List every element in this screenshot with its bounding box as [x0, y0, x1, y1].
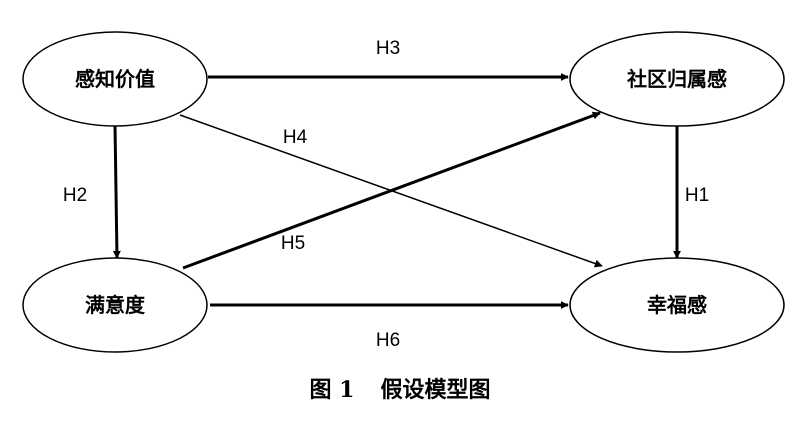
figure-caption: 图 1 假设模型图: [0, 372, 800, 404]
edge-h5-arrow: [182, 111, 601, 270]
edge-label-h4: H4: [283, 127, 308, 148]
node-community-belonging-label: 社区归属感: [626, 67, 727, 91]
node-satisfaction-label: 满意度: [85, 293, 146, 317]
figure-title: 假设模型图: [380, 377, 491, 403]
edge-h2-arrow: [112, 124, 121, 259]
edge-label-h6: H6: [376, 330, 400, 351]
edge-label-h2: H2: [63, 185, 87, 206]
node-perceived-value-label: 感知价值: [75, 67, 155, 91]
edge-label-h1: H1: [685, 185, 709, 206]
node-happiness-label: 幸福感: [647, 293, 707, 317]
edge-label-h5: H5: [281, 233, 305, 254]
node-perceived-value: 感知价值: [22, 31, 208, 127]
node-community-belonging: 社区归属感: [569, 31, 785, 127]
edge-label-h3: H3: [376, 38, 400, 59]
node-happiness: 幸福感: [569, 257, 785, 353]
figure-number: 图 1: [309, 377, 355, 403]
node-satisfaction: 满意度: [22, 257, 208, 353]
